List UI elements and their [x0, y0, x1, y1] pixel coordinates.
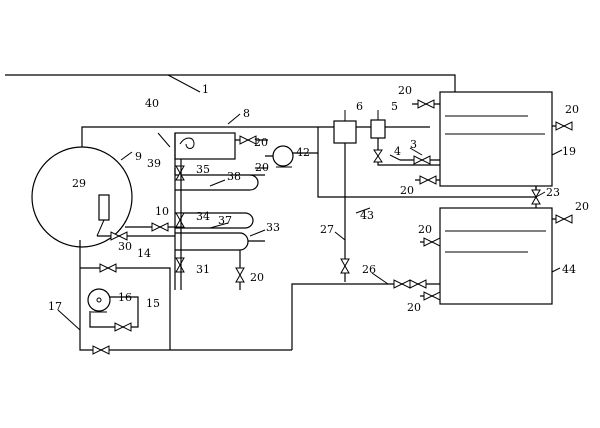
- main-line-1: [5, 74, 456, 92]
- label-3: 3: [410, 138, 417, 151]
- label-10: 10: [155, 205, 169, 218]
- leader-38: [209, 179, 226, 187]
- label-23: 23: [546, 186, 560, 199]
- label-19: 19: [562, 145, 576, 158]
- vessel-5: [370, 119, 386, 139]
- condenser-internal: [179, 137, 195, 149]
- label-42: 42: [296, 146, 310, 159]
- label-20-f: 20: [575, 200, 589, 213]
- valve-26b: [409, 279, 427, 289]
- valve-20-condenser: [239, 135, 257, 145]
- label-29: 29: [72, 177, 86, 190]
- label-14: 14: [137, 247, 151, 260]
- label-20-b: 20: [565, 103, 579, 116]
- probe-lead: [96, 219, 105, 237]
- leader-17: [57, 309, 81, 331]
- label-20-c: 20: [254, 136, 268, 149]
- column-6: [333, 120, 357, 144]
- label-31: 31: [196, 263, 210, 276]
- leader-1: [167, 74, 201, 93]
- label-44: 44: [562, 263, 576, 276]
- exchanger-38-nozzle: [174, 168, 265, 176]
- valve-44-left: [423, 237, 441, 247]
- label-16: 16: [118, 291, 132, 304]
- leader-37: [209, 222, 229, 229]
- leader-43: [355, 207, 371, 214]
- label-8: 8: [243, 107, 250, 120]
- label-20-i: 20: [407, 301, 421, 314]
- valve-19-inlet: [417, 99, 435, 109]
- valve-bottom: [92, 345, 110, 355]
- valve-vessel-5: [373, 149, 383, 163]
- leader-4: [389, 154, 401, 161]
- condenser-unit: [174, 132, 236, 160]
- valve-19-bottom: [419, 175, 437, 185]
- label-6: 6: [356, 100, 363, 113]
- label-43: 43: [360, 209, 374, 222]
- label-33: 33: [266, 221, 280, 234]
- valve-44-side: [555, 214, 573, 224]
- label-20-a: 20: [398, 84, 412, 97]
- probe-29: [98, 194, 110, 221]
- leader-33: [249, 229, 266, 237]
- tank-19: [439, 91, 553, 187]
- label-38: 38: [227, 170, 241, 183]
- reactor-vessel: [31, 146, 133, 248]
- label-5: 5: [391, 100, 398, 113]
- label-20-d: 20: [255, 161, 269, 174]
- valve-3: [413, 155, 431, 165]
- valve-44-bottom: [423, 291, 441, 301]
- label-1: 1: [202, 83, 209, 96]
- label-34: 34: [196, 210, 210, 223]
- leader-19: [551, 149, 563, 156]
- valve-35: [175, 165, 185, 181]
- valve-31: [175, 257, 185, 273]
- label-20-h: 20: [250, 271, 264, 284]
- exchanger-33: [175, 232, 265, 251]
- header-pipe: [81, 126, 430, 147]
- label-9: 9: [135, 150, 142, 163]
- vessel-5-down: [377, 138, 440, 166]
- exchanger-38: [175, 174, 259, 191]
- label-20-g: 20: [418, 223, 432, 236]
- label-20-e: 20: [400, 184, 414, 197]
- valve-14: [99, 263, 117, 273]
- label-40: 40: [145, 97, 159, 110]
- leader-27: [334, 231, 346, 241]
- pump-42: [272, 145, 294, 167]
- valve-26a: [393, 279, 411, 289]
- label-17: 17: [48, 300, 62, 313]
- valve-34: [175, 212, 185, 228]
- label-27: 27: [320, 223, 334, 236]
- tank-44: [439, 207, 553, 305]
- exchanger-37: [175, 212, 254, 229]
- valve-33-down: [235, 267, 245, 283]
- leader-9: [120, 151, 133, 161]
- label-26: 26: [362, 263, 376, 276]
- valve-19-side: [555, 121, 573, 131]
- leader-8: [227, 113, 241, 125]
- leader-3: [409, 147, 423, 156]
- pump-16-hub: [96, 297, 102, 303]
- exchanger-feed: [174, 133, 182, 290]
- pump-16: [87, 288, 111, 312]
- leader-44: [551, 267, 561, 273]
- label-15: 15: [146, 297, 160, 310]
- valve-30: [110, 231, 128, 241]
- line-26: [291, 283, 440, 350]
- label-37: 37: [218, 214, 232, 227]
- label-39: 39: [147, 157, 161, 170]
- loop-outer: [79, 240, 292, 351]
- pump-16-line: [89, 296, 139, 328]
- leader-26: [371, 272, 389, 285]
- valve-27: [340, 258, 350, 274]
- leader-23: [535, 191, 546, 198]
- label-30: 30: [118, 240, 132, 253]
- label-35: 35: [196, 163, 210, 176]
- valve-10: [151, 222, 169, 232]
- valve-15: [114, 322, 132, 332]
- label-4: 4: [394, 145, 401, 158]
- stirrer-40: [157, 132, 171, 148]
